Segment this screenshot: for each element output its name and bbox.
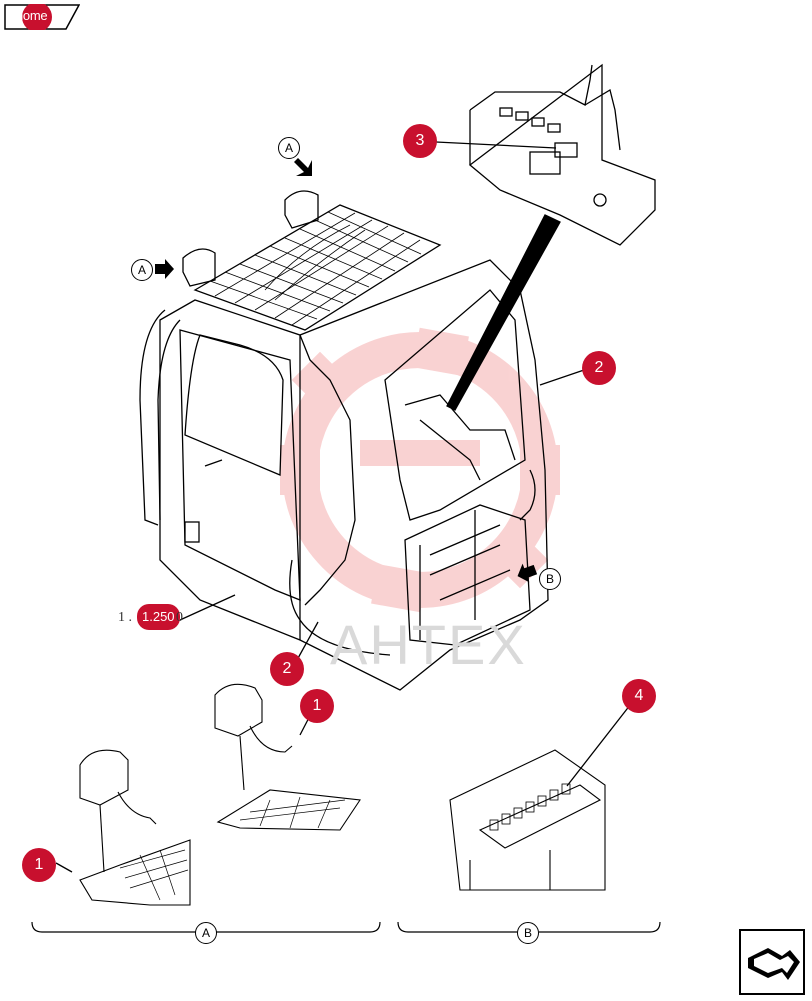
view-label-a: A [195, 922, 217, 944]
home-tab[interactable]: home [4, 4, 80, 30]
watermark-text: AHTEX [330, 613, 527, 676]
view-arrow-icon [155, 158, 538, 583]
view-brackets [31, 921, 661, 933]
detail-b-drawing [449, 749, 606, 891]
next-page-button[interactable] [738, 928, 806, 996]
detail-a-drawing [79, 683, 361, 906]
next-page-icon [739, 929, 805, 995]
home-tab-icon [4, 4, 80, 30]
callout-4[interactable]: 4 [622, 679, 656, 713]
view-marker-a-top: A [278, 137, 300, 159]
callout-2-lower[interactable]: 2 [270, 652, 304, 686]
view-marker-a-side: A [131, 259, 153, 281]
callout-1-left[interactable]: 1 [22, 848, 56, 882]
cab-drawing [55, 63, 656, 873]
callout-2-upper[interactable]: 2 [582, 351, 616, 385]
reference-prefix: 1 . [118, 610, 132, 625]
home-label: home [16, 8, 48, 23]
view-marker-b: B [539, 568, 561, 590]
reference-suffix: 0 [176, 610, 183, 625]
callout-1-right[interactable]: 1 [300, 689, 334, 723]
view-label-b: B [517, 922, 539, 944]
callout-3[interactable]: 3 [403, 124, 437, 158]
reference-link[interactable]: 1.250 [137, 604, 180, 630]
